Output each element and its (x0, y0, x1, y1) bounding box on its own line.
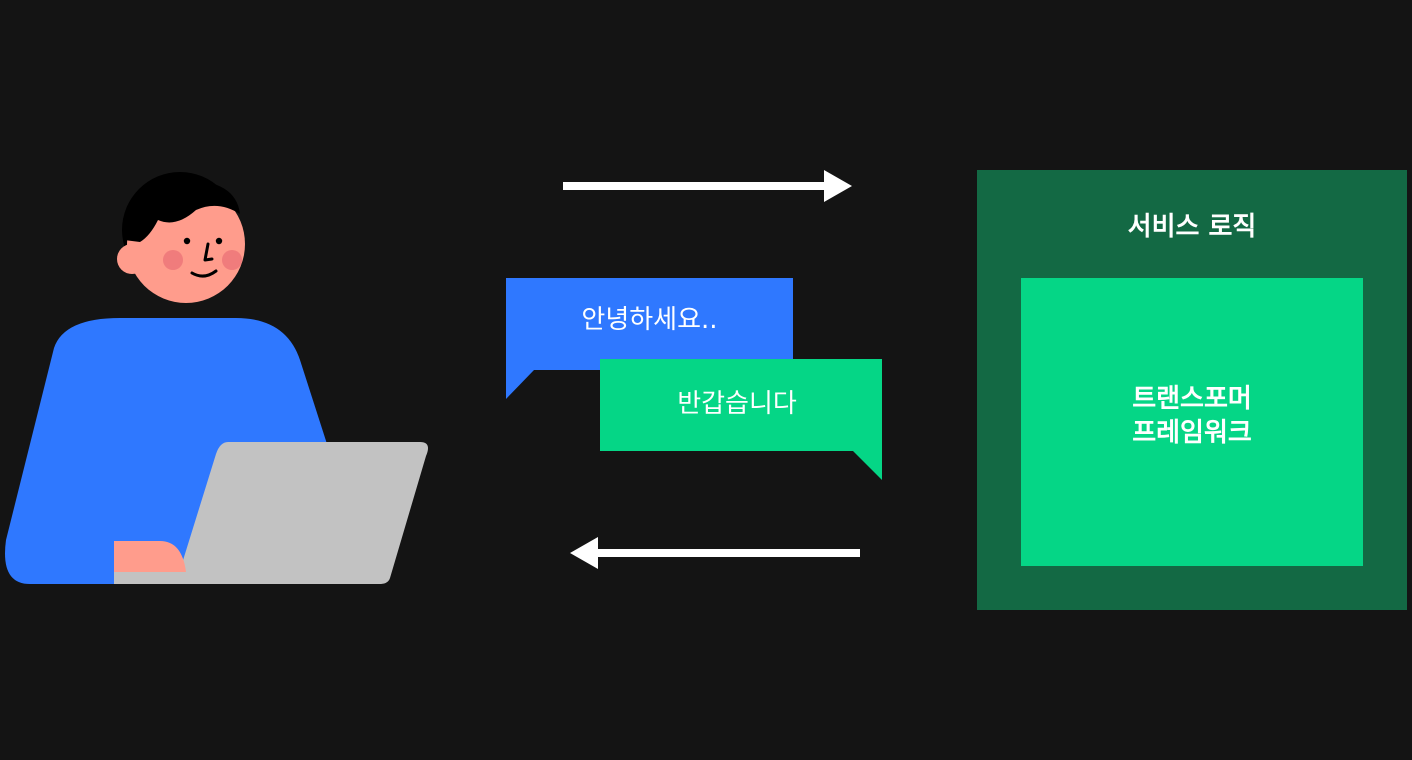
greeting-text: 안녕하세요.. (581, 305, 718, 335)
service-title: 서비스 로직 (1127, 212, 1257, 242)
arrow-left-icon (570, 537, 860, 569)
person-cheek-right (222, 250, 242, 270)
person-with-laptop-icon (5, 172, 428, 584)
person-hand (114, 541, 186, 572)
framework-label: 트랜스포머 프레임워크 (1021, 382, 1363, 450)
person-cheek-left (163, 250, 183, 270)
person-eye-right (215, 237, 223, 245)
person-eye-left (183, 237, 191, 245)
person-mouth (190, 269, 218, 278)
framework-label-line1: 트랜스포머 (1132, 384, 1252, 414)
transformer-framework-box (1021, 278, 1363, 566)
reply-text: 반갑습니다 (677, 389, 797, 419)
person-hair-fringe (123, 180, 240, 242)
person-nose (203, 242, 214, 262)
framework-label-line2: 프레임워크 (1132, 418, 1252, 448)
arrow-right-icon (563, 170, 852, 202)
laptop (114, 442, 428, 584)
service-logic-box (977, 170, 1407, 610)
reply-bubble (600, 359, 882, 480)
